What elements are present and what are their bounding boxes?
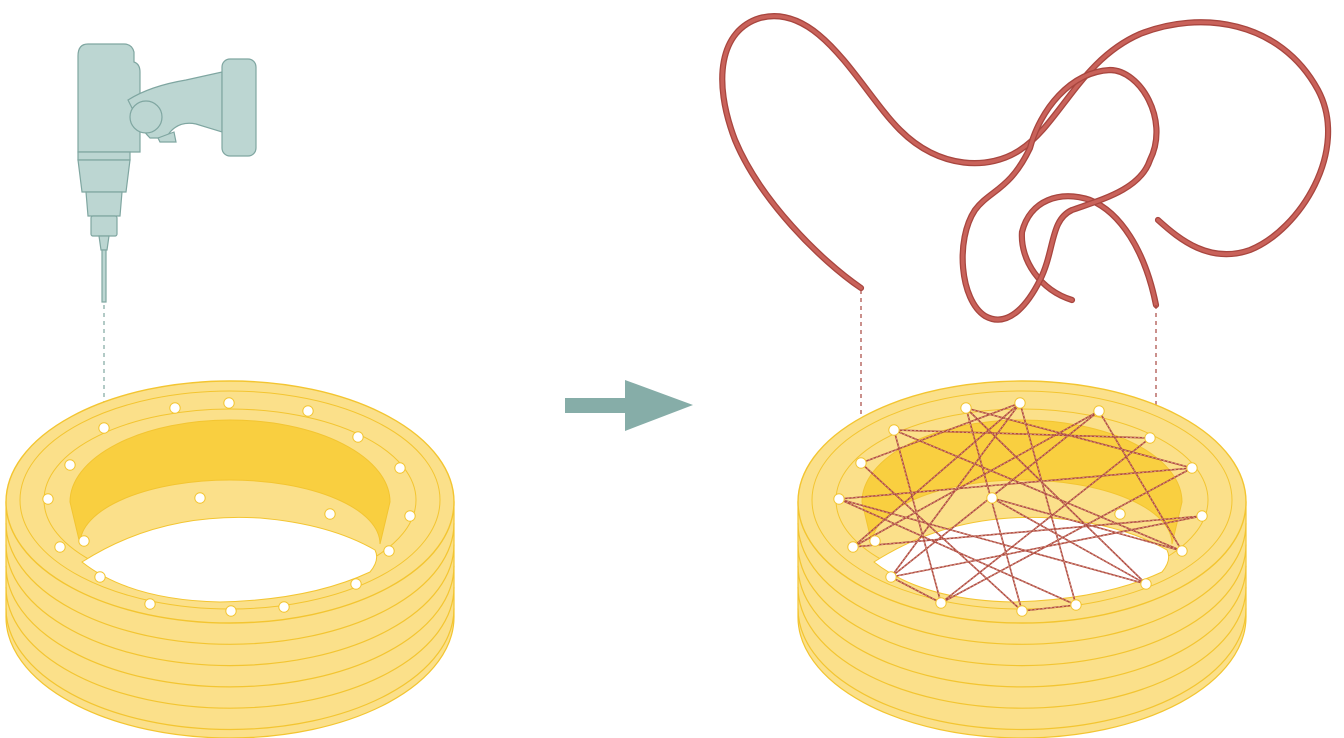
lace-line-highlight: [852, 402, 1021, 548]
tire-left-hole: [42, 493, 54, 505]
tire-left-hole: [144, 598, 156, 610]
tire-left-hole: [302, 405, 314, 417]
tire-right-hole: [855, 457, 867, 469]
drill-icon: [77, 43, 257, 303]
tire-left-hole: [94, 571, 106, 583]
tire-right-hole: [935, 597, 947, 609]
tire-right-tread-groove: [797, 544, 1247, 667]
tire-right-tread-groove: [797, 523, 1247, 645]
lace-line-highlight: [965, 407, 1147, 585]
lace-line: [852, 515, 1203, 548]
tire-left-hole: [169, 402, 181, 414]
tire-right-hole: [1114, 508, 1126, 520]
drill-chuck-lower: [90, 215, 118, 237]
lace-line-highlight: [838, 467, 1193, 500]
arrow-shaft: [565, 398, 629, 413]
lace-line-highlight: [890, 576, 942, 604]
tire-left-hole: [194, 492, 206, 504]
tire-left-hole: [324, 508, 336, 520]
tire-left-hole: [383, 545, 395, 557]
drill-grip-ring: [129, 100, 163, 134]
arrow-right-icon: [565, 380, 693, 431]
rope-strand: [1020, 194, 1158, 307]
tire-left-hole: [223, 397, 235, 409]
tire-left-hole: [225, 605, 237, 617]
tire-left-hole: [350, 578, 362, 590]
tire-with-holes: [5, 380, 455, 738]
tire-left-tread-groove: [5, 587, 455, 709]
tire-right-hole: [960, 402, 972, 414]
tire-left-tread-groove: [5, 608, 455, 731]
rope-strand: [960, 68, 1159, 322]
lace-line-highlight: [893, 429, 942, 604]
lace-line-highlight: [1021, 604, 1077, 612]
tire-right-tread-groove: [797, 565, 1247, 688]
tire-left-center-opening: [81, 516, 378, 603]
rope-strand: [720, 14, 1330, 290]
drill-body: [77, 43, 141, 153]
tire-left-tread-groove: [5, 523, 455, 645]
tire-left-tread-groove: [5, 565, 455, 688]
tire-left-hole: [278, 601, 290, 613]
drill-trigger: [157, 131, 177, 143]
drill-collar: [77, 151, 131, 161]
tire-left-hole: [404, 510, 416, 522]
lace-line-highlight: [940, 467, 1193, 604]
lace-line-highlight: [852, 410, 1100, 548]
tire-left-hole: [352, 431, 364, 443]
arrow-head: [625, 380, 693, 431]
tire-left-tread-groove: [5, 544, 455, 667]
tire-right-hole: [1016, 605, 1028, 617]
tire-right-hole: [885, 571, 897, 583]
lace-line-highlight: [965, 407, 1193, 469]
drill-battery: [221, 58, 257, 157]
drill-chuck-upper: [77, 159, 131, 193]
tire-left-hole: [64, 459, 76, 471]
tire-left-hole: [78, 535, 90, 547]
tire-left-hole: [54, 541, 66, 553]
tire-laced-with-rope: [797, 380, 1247, 738]
tire-right-tread-groove: [797, 608, 1247, 731]
lace-line-highlight: [838, 498, 1147, 585]
tire-right-hole: [833, 493, 845, 505]
tire-right-hole: [888, 424, 900, 436]
lace-line-highlight: [860, 402, 1021, 464]
lace-line-highlight: [893, 429, 1183, 552]
lace-line-highlight: [890, 515, 1203, 578]
rope-icon: [719, 13, 1332, 323]
drill-chuck-middle: [85, 191, 123, 217]
tire-right-hole: [869, 535, 881, 547]
lace-line-highlight: [991, 497, 1147, 585]
tire-right-hole: [847, 541, 859, 553]
tire-right-tread-groove: [797, 587, 1247, 709]
lace-line-highlight: [1019, 402, 1077, 606]
tire-right-hole: [1070, 599, 1082, 611]
lace-line-highlight: [940, 437, 1151, 604]
tire-right-hole: [986, 492, 998, 504]
lace-line-highlight: [1098, 410, 1183, 552]
rope-strand-outline: [1018, 193, 1160, 309]
lace-line-highlight: [965, 407, 1023, 612]
tire-right-hole: [1140, 578, 1152, 590]
tire-right-hole: [1186, 462, 1198, 474]
tire-right-hole: [1014, 397, 1026, 409]
tire-right-hole: [1176, 545, 1188, 557]
tire-right-hole: [1093, 405, 1105, 417]
tire-right-hole: [1144, 432, 1156, 444]
tire-left-inner-wall: [69, 419, 391, 545]
drill-nose: [98, 235, 110, 251]
tire-left-hole: [98, 422, 110, 434]
tire-left-hole: [394, 462, 406, 474]
lace-line-highlight: [893, 429, 1151, 439]
tire-right-hole: [1196, 510, 1208, 522]
lace-line-highlight: [991, 497, 1183, 552]
drill-bit: [101, 249, 107, 303]
